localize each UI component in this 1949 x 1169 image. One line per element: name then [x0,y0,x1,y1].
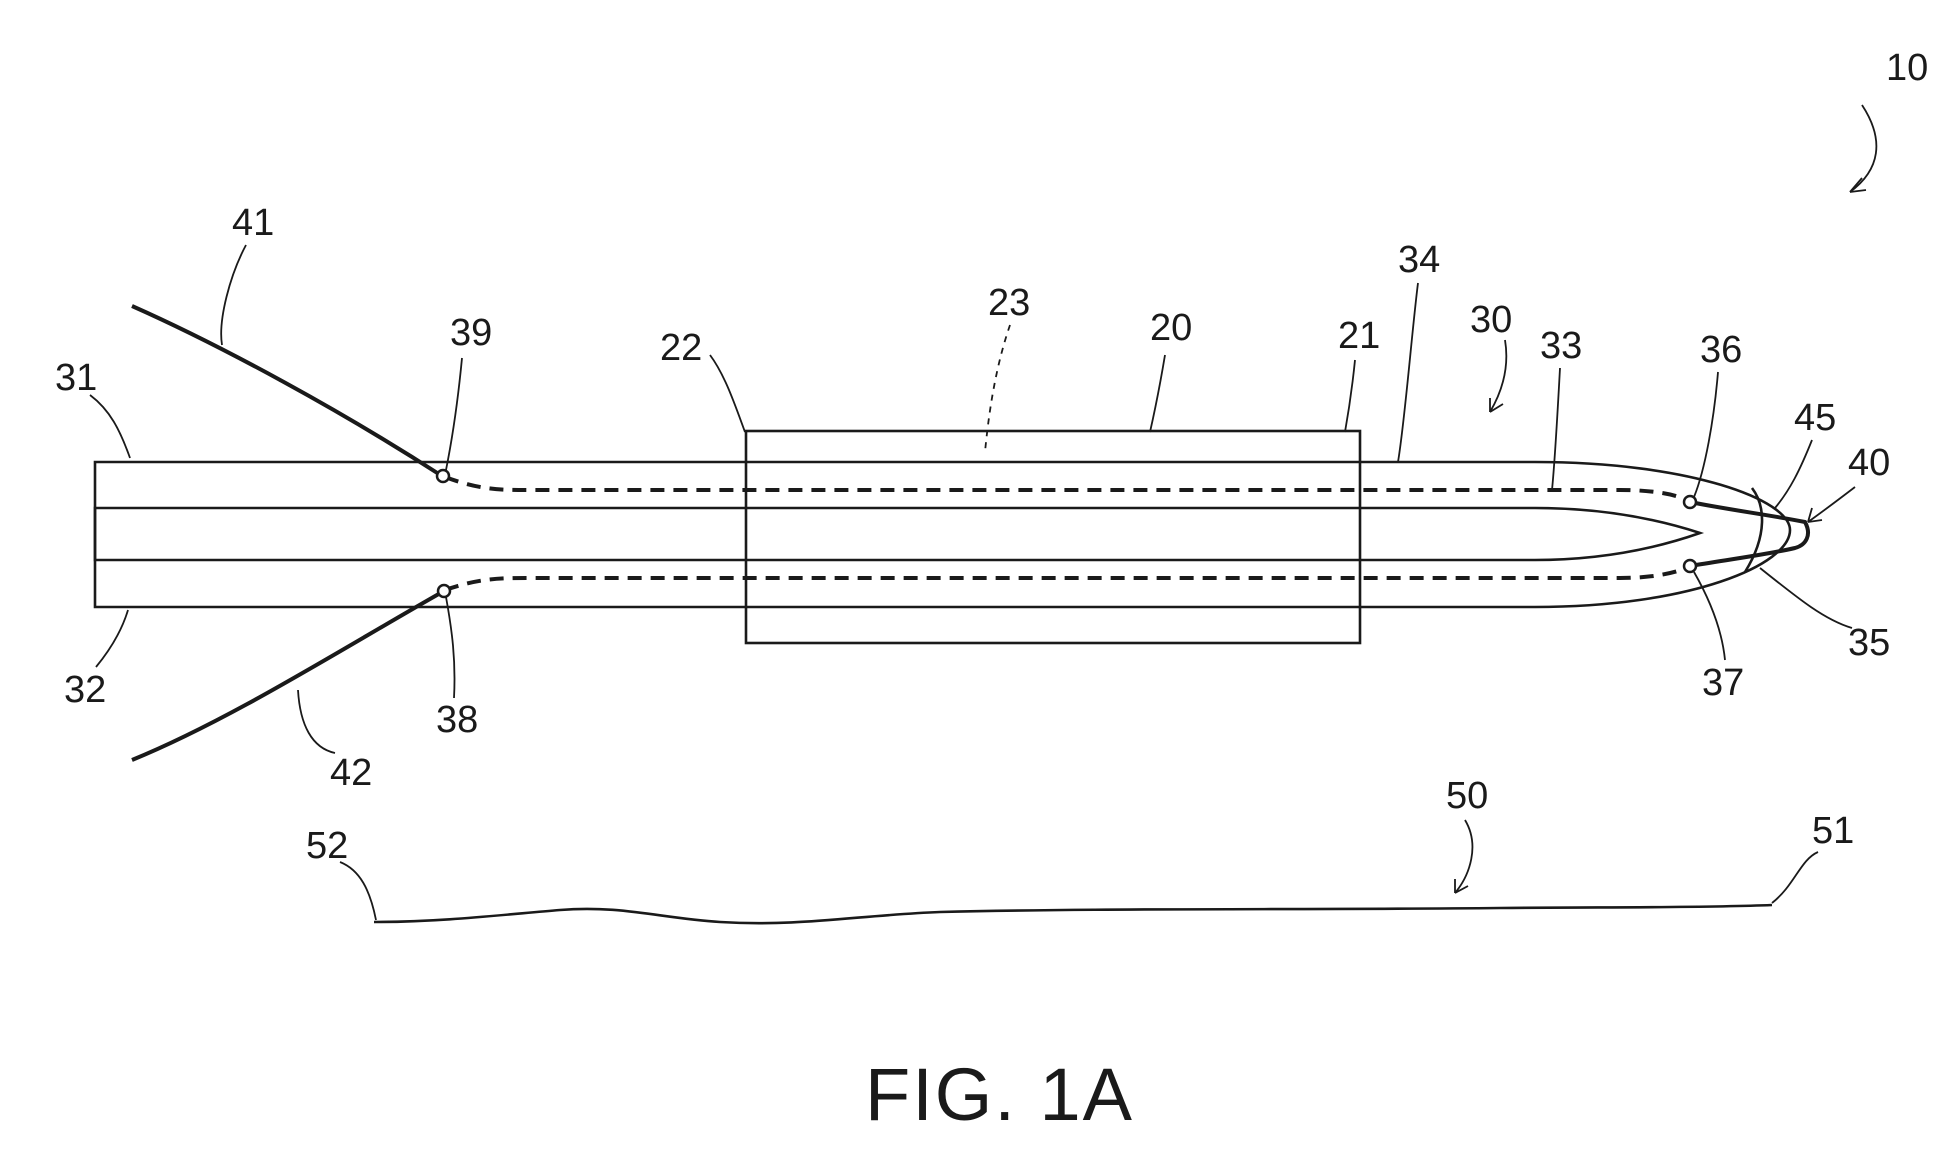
node-38 [438,585,450,597]
leader-21 [1345,360,1355,432]
ref-label-10: 10 [1886,47,1928,89]
surface-line-50 [374,905,1772,923]
figure-caption: FIG. 1A [865,1053,1134,1136]
leader-10 [1850,105,1876,192]
ref-label-33: 33 [1540,325,1582,367]
ref-label-23: 23 [988,282,1030,324]
ref-label-45: 45 [1794,397,1836,439]
leader-34 [1398,283,1418,462]
leader-38 [446,597,455,698]
leader-33 [1552,368,1560,490]
ref-label-42: 42 [330,752,372,794]
ref-label-52: 52 [306,825,348,867]
leader-35 [1760,568,1852,628]
ref-label-21: 21 [1338,315,1380,357]
ref-label-38: 38 [436,699,478,741]
ref-label-22: 22 [660,327,702,369]
lead-wire-41 [132,306,442,476]
leader-20 [1150,355,1165,432]
leader-31 [90,395,130,458]
leader-42 [298,690,335,753]
leader-51 [1772,852,1818,903]
ref-label-30: 30 [1470,299,1512,341]
ref-label-41: 41 [232,202,274,244]
leader-23 [985,325,1010,452]
fiber-inner-outline [95,508,1700,560]
lower-conductor-dashed [445,566,1690,590]
ref-label-34: 34 [1398,239,1440,281]
leader-50 [1455,820,1472,893]
tip-region-boundary [1745,488,1762,572]
fiber-outer-outline [95,462,1790,607]
leader-52 [340,862,376,920]
leader-30 [1490,340,1506,412]
ref-label-31: 31 [55,357,97,399]
leader-39 [446,358,462,470]
ref-label-32: 32 [64,669,106,711]
ref-label-40: 40 [1848,442,1890,484]
leader-41 [221,245,246,345]
leader-40 [1808,487,1855,522]
lead-wire-42 [132,591,444,760]
ref-label-36: 36 [1700,329,1742,371]
leader-32 [96,610,128,667]
leader-45 [1775,440,1812,508]
ref-label-50: 50 [1446,775,1488,817]
upper-conductor-dashed [445,477,1690,502]
node-39 [437,470,449,482]
ref-label-37: 37 [1702,662,1744,704]
leader-22 [710,355,745,432]
node-37 [1684,560,1696,572]
ref-label-20: 20 [1150,307,1192,349]
ref-label-51: 51 [1812,810,1854,852]
ref-label-39: 39 [450,312,492,354]
node-36 [1684,496,1696,508]
ref-label-35: 35 [1848,622,1890,664]
